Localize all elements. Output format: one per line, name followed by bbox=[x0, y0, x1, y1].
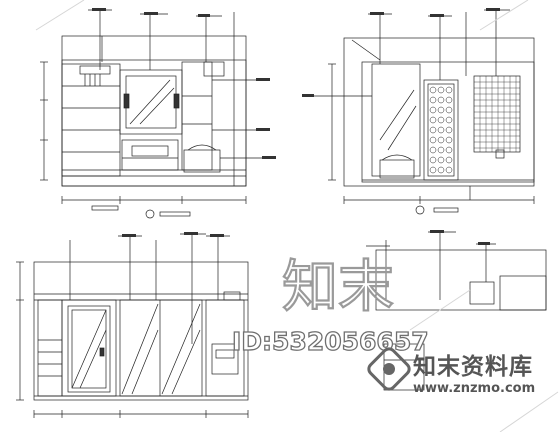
logo-url: www.znzmo.com bbox=[413, 381, 536, 396]
elevation-top-left bbox=[40, 9, 266, 219]
logo-brand-name: 知末资料库 bbox=[413, 354, 533, 380]
watermark-logo: 知末资料库 www.znzmo.com bbox=[363, 339, 559, 432]
watermark-id-text: ID:532056657 bbox=[232, 327, 429, 356]
annotation-tags bbox=[92, 8, 500, 245]
diagonal-watermark-traces bbox=[35, 0, 559, 432]
elevation-top-right bbox=[310, 9, 535, 215]
elevation-bottom-left bbox=[16, 233, 249, 418]
logo-mark-icon bbox=[367, 347, 411, 391]
watermark-brand-text: 知末 bbox=[282, 255, 394, 320]
